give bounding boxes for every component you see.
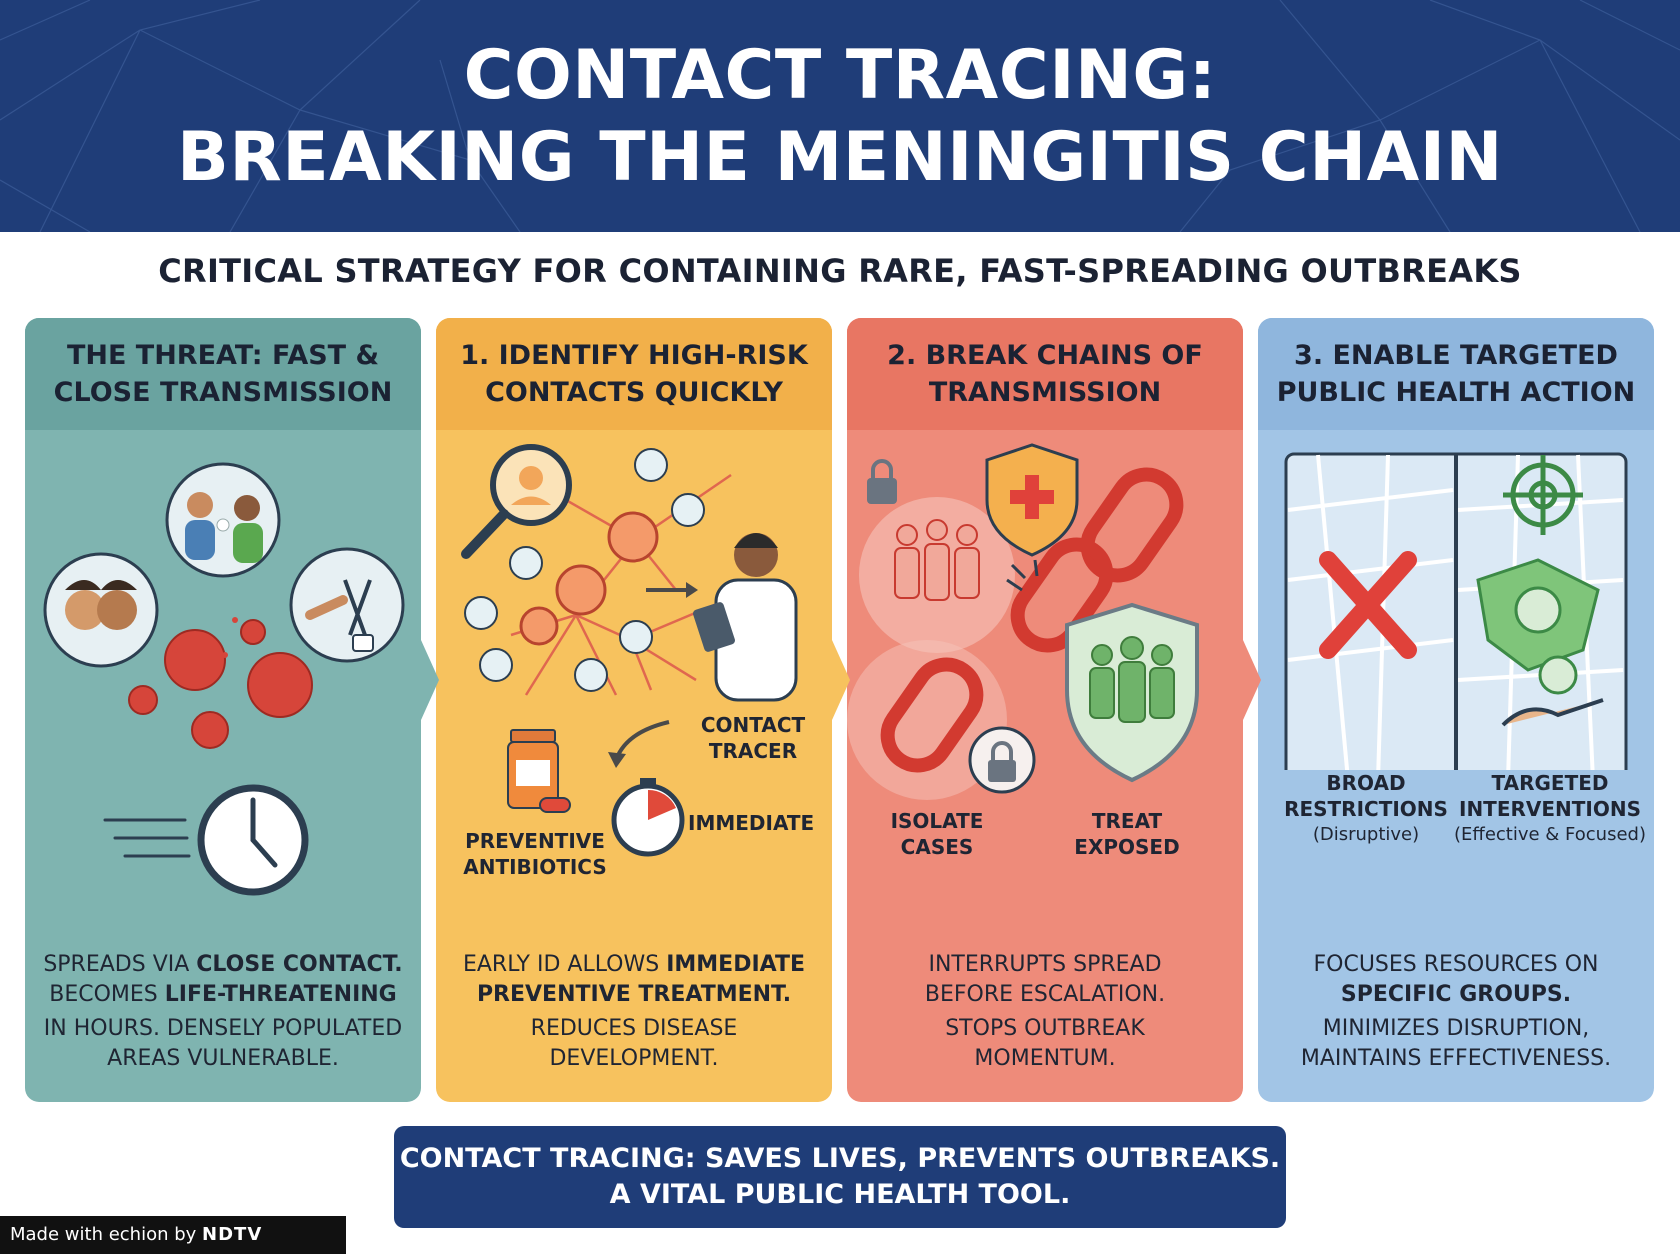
summary-line1: CONTACT TRACING: SAVES LIVES, PREVENTS O…	[399, 1143, 1281, 1174]
credit-publisher: NDTV	[202, 1224, 263, 1245]
padlock-icon	[867, 459, 897, 504]
page-title-line2: BREAKING THE MENINGITIS CHAIN	[177, 118, 1503, 197]
fast-clock-icon	[103, 784, 309, 896]
header-banner: CONTACT TRACING: BREAKING THE MENINGITIS…	[0, 0, 1680, 232]
panel-text: SPREADS VIA CLOSE CONTACT. BECOMES LIFE-…	[35, 950, 411, 1074]
panel-threat: THE THREAT: FAST & CLOSE TRANSMISSION	[25, 318, 421, 1102]
summary-line2: A VITAL PUBLIC HEALTH TOOL.	[609, 1179, 1071, 1210]
panel-break-chains: 2. BREAK CHAINS OF TRANSMISSION	[847, 318, 1243, 1102]
text-line1: INTERRUPTS SPREAD	[928, 952, 1162, 977]
panel-heading-line1: 2. BREAK CHAINS OF	[887, 340, 1203, 371]
text-line2-bold: SPECIFIC GROUPS.	[1340, 982, 1572, 1007]
text-line3: REDUCES DISEASE	[530, 1016, 738, 1041]
chevron-right-icon	[1243, 640, 1261, 720]
text-line2: BEFORE ESCALATION.	[924, 982, 1166, 1007]
text-line4: AREAS VULNERABLE.	[107, 1046, 339, 1071]
text-line3: IN HOURS. DENSELY POPULATED	[43, 1016, 403, 1041]
panel-text: INTERRUPTS SPREAD BEFORE ESCALATION. STO…	[857, 950, 1233, 1074]
panel-text: EARLY ID ALLOWS IMMEDIATE PREVENTIVE TRE…	[446, 950, 822, 1074]
panel-heading-line2: PUBLIC HEALTH ACTION	[1276, 377, 1636, 408]
panel-identify: 1. IDENTIFY HIGH-RISK CONTACTS QUICKLY	[436, 318, 832, 1102]
panel-heading-line2: CLOSE TRANSMISSION	[53, 377, 393, 408]
panel-heading-line1: 1. IDENTIFY HIGH-RISK	[460, 340, 808, 371]
targeted-action-illustration	[1284, 452, 1628, 770]
stopwatch-icon	[611, 778, 685, 857]
label-isolate-cases: ISOLATE CASES	[890, 809, 984, 859]
shield-cross-icon	[985, 443, 1079, 557]
text-line1: SPREADS VIA	[43, 952, 197, 977]
label-preventive-antibiotics: PREVENTIVE ANTIBIOTICS	[463, 829, 607, 879]
panel-heading: 1. IDENTIFY HIGH-RISK CONTACTS QUICKLY	[436, 318, 832, 430]
kissing-icon	[43, 552, 159, 668]
page-title-line1: CONTACT TRACING:	[463, 36, 1217, 115]
protected-group-icon	[1065, 602, 1199, 783]
network-pattern-icon	[0, 0, 1680, 232]
page-subtitle: CRITICAL STRATEGY FOR CONTAINING RARE, F…	[158, 252, 1522, 290]
summary-banner: CONTACT TRACING: SAVES LIVES, PREVENTS O…	[394, 1126, 1286, 1228]
identify-illustration	[461, 444, 798, 857]
panel-heading-line2: TRANSMISSION	[928, 377, 1162, 408]
panel-heading-line1: THE THREAT: FAST &	[66, 340, 380, 371]
label-targeted-interventions: TARGETED INTERVENTIONS (Effective & Focu…	[1454, 771, 1646, 845]
label-contact-tracer: CONTACT TRACER	[700, 713, 806, 763]
text-line1: FOCUSES RESOURCES ON	[1313, 952, 1599, 977]
credit-by: by	[168, 1224, 203, 1245]
text-line1-bold: IMMEDIATE	[666, 952, 806, 977]
caring-hand-icon	[1501, 655, 1604, 727]
isolated-group-icon	[894, 519, 980, 601]
text-line4: MOMENTUM.	[974, 1046, 1116, 1071]
text-line2-bold: LIFE-THREATENING	[164, 982, 397, 1007]
panel-heading: 3. ENABLE TARGETED PUBLIC HEALTH ACTION	[1258, 318, 1654, 430]
panel-text: FOCUSES RESOURCES ON SPECIFIC GROUPS. MI…	[1268, 950, 1644, 1074]
credit-brand: echion	[108, 1224, 169, 1245]
label-immediate: IMMEDIATE	[688, 811, 815, 835]
text-line1: EARLY ID ALLOWS	[462, 952, 667, 977]
chevron-right-icon	[421, 640, 439, 720]
label-broad-restrictions: BROAD RESTRICTIONS (Disruptive)	[1284, 771, 1448, 845]
magnifier-icon	[461, 444, 572, 559]
panel-heading-line2: CONTACTS QUICKLY	[485, 377, 783, 408]
panel-targeted-action: 3. ENABLE TARGETED PUBLIC HEALTH ACTION	[1258, 318, 1654, 1102]
contact-tracer-icon	[693, 533, 798, 702]
text-line3: MINIMIZES DISRUPTION,	[1322, 1016, 1590, 1041]
talking-people-icon	[165, 462, 281, 578]
text-line2: BECOMES	[49, 982, 165, 1007]
panel-heading-line1: 3. ENABLE TARGETED	[1294, 340, 1618, 371]
text-line4: MAINTAINS EFFECTIVENESS.	[1300, 1046, 1612, 1071]
credit-made-with: Made with	[10, 1224, 109, 1245]
shared-utensils-icon	[289, 547, 405, 663]
text-line1-bold: CLOSE CONTACT.	[196, 952, 403, 977]
chevron-right-icon	[832, 640, 850, 720]
label-treat-exposed: TREAT EXPOSED	[1074, 809, 1180, 859]
text-line3: STOPS OUTBREAK	[945, 1016, 1145, 1041]
red-x-icon	[1319, 551, 1417, 659]
virus-icon	[128, 619, 313, 749]
broken-chain-icon	[880, 467, 1184, 773]
credit-badge: Made with echion by NDTV	[0, 1216, 346, 1254]
medicine-bottle-icon	[507, 729, 571, 813]
text-line2-bold: PREVENTIVE TREATMENT.	[476, 982, 792, 1007]
target-icon	[1503, 455, 1583, 535]
text-line4: DEVELOPMENT.	[549, 1046, 719, 1071]
community-group-icon	[1476, 558, 1600, 672]
break-chains-illustration	[847, 443, 1199, 800]
threat-illustration	[43, 462, 405, 896]
panel-heading: THE THREAT: FAST & CLOSE TRANSMISSION	[25, 318, 421, 430]
panel-heading: 2. BREAK CHAINS OF TRANSMISSION	[847, 318, 1243, 430]
